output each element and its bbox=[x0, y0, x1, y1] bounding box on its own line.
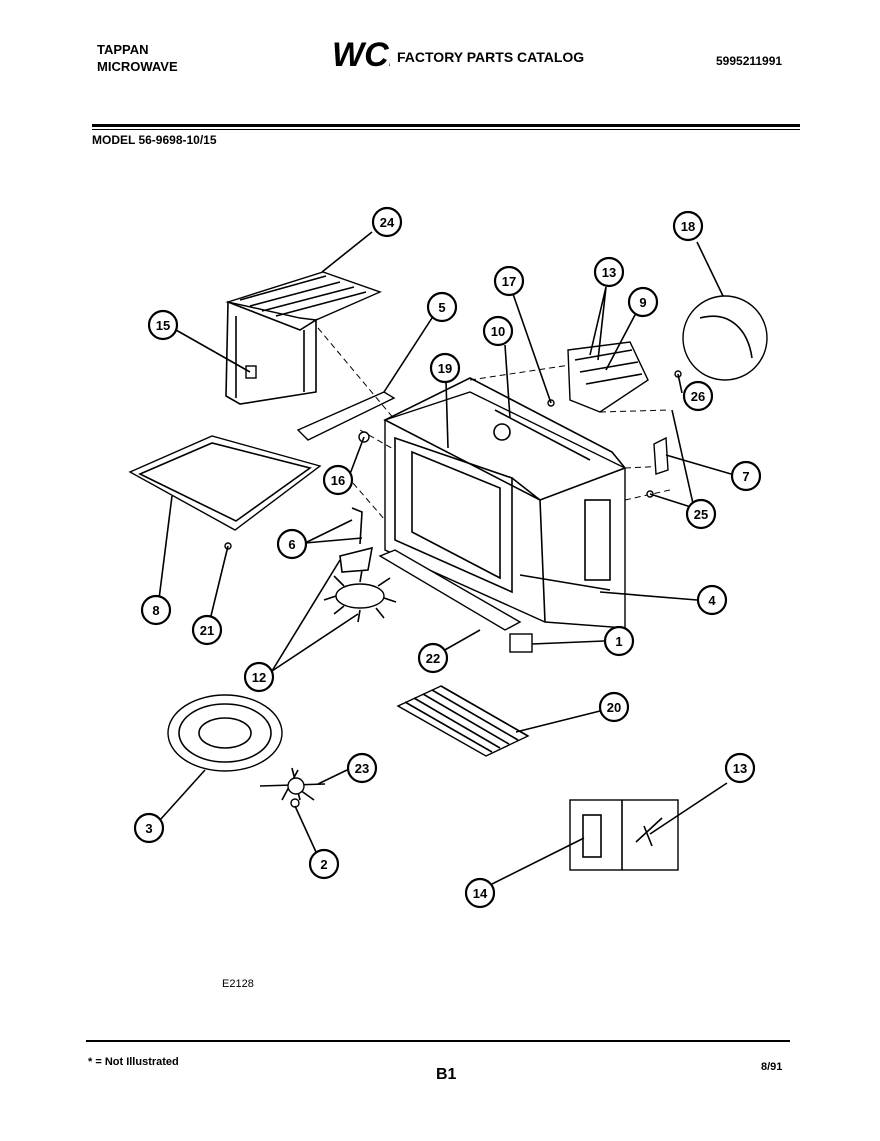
svg-text:13: 13 bbox=[602, 265, 616, 280]
callout-24: 24 bbox=[371, 206, 403, 238]
svg-text:14: 14 bbox=[473, 886, 488, 901]
callout-21: 21 bbox=[191, 614, 223, 646]
part-top-cover bbox=[225, 271, 382, 405]
header-rule-thin bbox=[92, 129, 800, 130]
part-latch bbox=[509, 633, 533, 653]
svg-text:15: 15 bbox=[156, 318, 170, 333]
svg-text:23: 23 bbox=[355, 761, 369, 776]
callout-2: 2 bbox=[308, 848, 340, 880]
svg-text:20: 20 bbox=[607, 700, 621, 715]
callout-14: 14 bbox=[464, 877, 496, 909]
part-control-panel bbox=[567, 341, 649, 413]
svg-text:1: 1 bbox=[615, 634, 622, 649]
callout-13-top: 13 bbox=[593, 256, 625, 288]
inset-panel bbox=[569, 799, 679, 871]
model-number: MODEL 56-9698-10/15 bbox=[92, 133, 217, 147]
brand-line-1: TAPPAN bbox=[97, 42, 149, 57]
figure-code: E2128 bbox=[222, 978, 254, 990]
brand-line-2: MICROWAVE bbox=[97, 59, 178, 74]
svg-text:12: 12 bbox=[252, 670, 266, 685]
svg-text:25: 25 bbox=[694, 507, 708, 522]
callout-8: 8 bbox=[140, 594, 172, 626]
part-roller-support bbox=[259, 767, 326, 808]
callout-13-inset: 13 bbox=[724, 752, 756, 784]
part-detail-circle bbox=[682, 295, 768, 381]
callout-16: 16 bbox=[322, 464, 354, 496]
part-bottom-plate bbox=[128, 435, 322, 531]
svg-text:6: 6 bbox=[288, 537, 295, 552]
callout-9: 9 bbox=[627, 286, 659, 318]
callout-5: 5 bbox=[426, 291, 458, 323]
svg-text:16: 16 bbox=[331, 473, 345, 488]
svg-text:26: 26 bbox=[691, 389, 705, 404]
part-cabinet bbox=[383, 377, 627, 629]
wci-logo: WCI bbox=[332, 36, 390, 70]
part-oven-rack bbox=[396, 685, 530, 757]
brand-name: TAPPAN MICROWAVE bbox=[97, 41, 178, 75]
logo-text: WCI bbox=[332, 36, 390, 70]
revision-date: 8/91 bbox=[761, 1061, 783, 1073]
header-rule bbox=[92, 124, 800, 127]
callout-23: 23 bbox=[346, 752, 378, 784]
callout-22: 22 bbox=[417, 642, 449, 674]
svg-text:17: 17 bbox=[502, 274, 516, 289]
part-number: 5995211991 bbox=[716, 54, 783, 68]
svg-text:18: 18 bbox=[681, 219, 695, 234]
callout-4: 4 bbox=[696, 584, 728, 616]
part-bracket bbox=[653, 436, 669, 475]
footer-rule bbox=[86, 1040, 790, 1042]
callout-17: 17 bbox=[493, 265, 525, 297]
callout-10: 10 bbox=[482, 315, 514, 347]
callout-20: 20 bbox=[598, 691, 630, 723]
callout-18: 18 bbox=[672, 210, 704, 242]
callout-6: 6 bbox=[276, 528, 308, 560]
svg-text:22: 22 bbox=[426, 651, 440, 666]
svg-text:21: 21 bbox=[200, 623, 214, 638]
part-turntable bbox=[167, 694, 283, 772]
callout-12: 12 bbox=[243, 661, 275, 693]
part-front-strip bbox=[378, 549, 522, 631]
svg-text:10: 10 bbox=[491, 324, 505, 339]
svg-text:8: 8 bbox=[152, 603, 159, 618]
callout-25: 25 bbox=[685, 498, 717, 530]
svg-text:19: 19 bbox=[438, 361, 452, 376]
catalog-title: FACTORY PARTS CATALOG bbox=[397, 49, 585, 65]
part-stirrer-fan bbox=[323, 546, 397, 623]
footnote: * = Not Illustrated bbox=[88, 1056, 179, 1068]
part-clip bbox=[245, 365, 257, 379]
callout-3: 3 bbox=[133, 812, 165, 844]
svg-text:7: 7 bbox=[742, 469, 749, 484]
callout-leaders bbox=[158, 231, 732, 885]
part-pin bbox=[351, 507, 363, 545]
callout-19: 19 bbox=[429, 352, 461, 384]
svg-text:13: 13 bbox=[733, 761, 747, 776]
svg-text:2: 2 bbox=[320, 857, 327, 872]
svg-text:5: 5 bbox=[438, 300, 445, 315]
callout-7: 7 bbox=[730, 460, 762, 492]
svg-text:24: 24 bbox=[380, 215, 395, 230]
svg-text:3: 3 bbox=[145, 821, 152, 836]
svg-text:4: 4 bbox=[708, 593, 716, 608]
callout-1: 1 bbox=[603, 625, 635, 657]
callout-26: 26 bbox=[682, 380, 714, 412]
svg-text:9: 9 bbox=[639, 295, 646, 310]
callout-15: 15 bbox=[147, 309, 179, 341]
part-side-rail bbox=[296, 391, 396, 441]
page-number: B1 bbox=[436, 1066, 457, 1083]
assembly-guide-lines bbox=[317, 327, 671, 521]
